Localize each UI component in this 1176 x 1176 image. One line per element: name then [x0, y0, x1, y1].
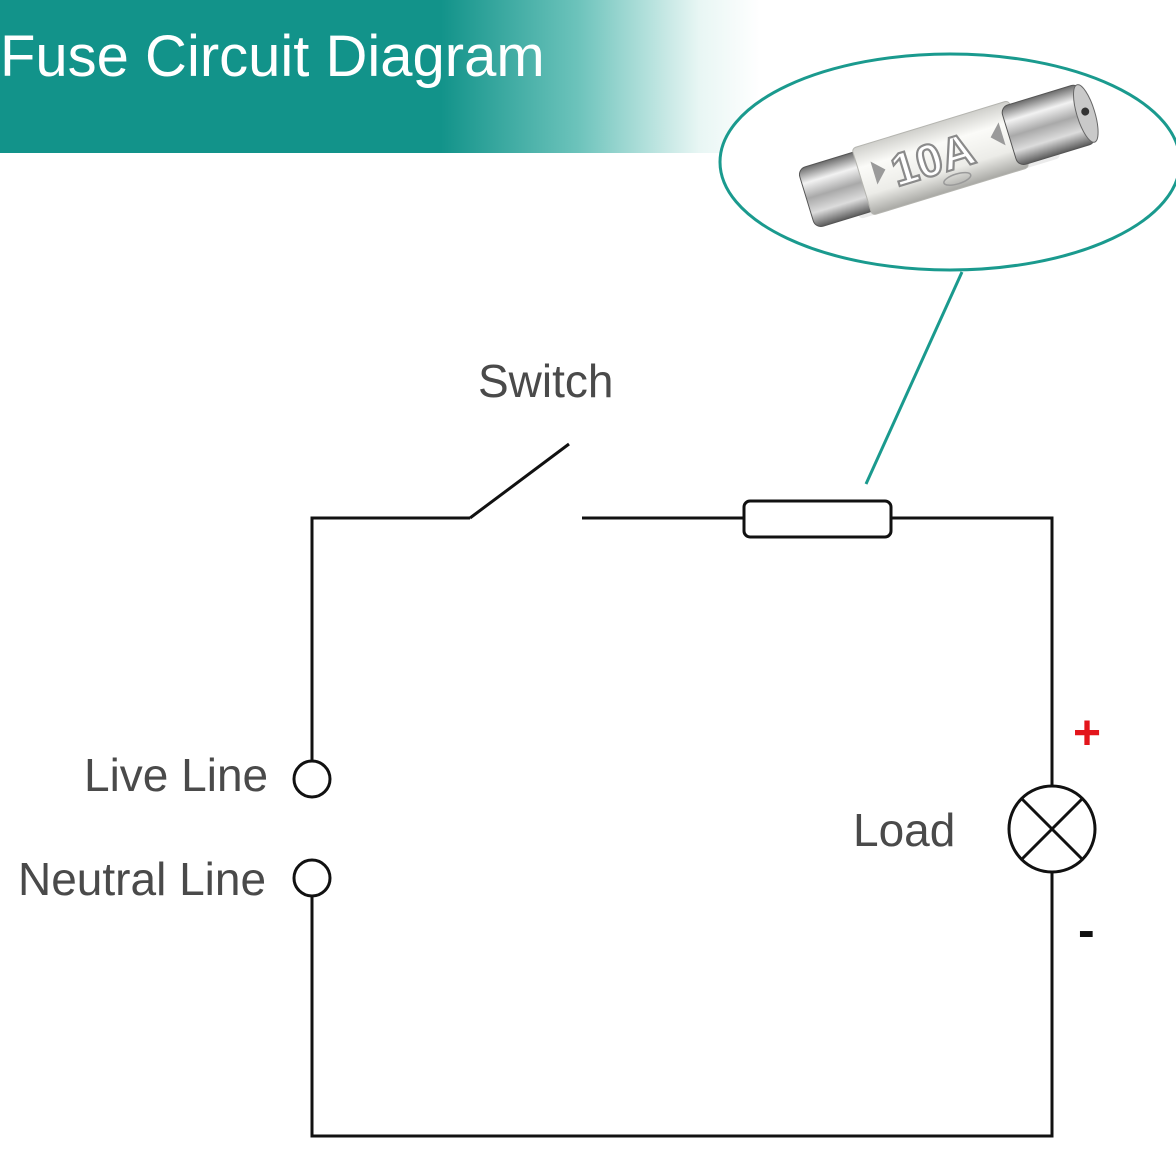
title-banner [0, 0, 760, 153]
neutral-line-label: Neutral Line [18, 853, 267, 905]
wire-fuse-to-load [891, 516, 1054, 785]
live-terminal [292, 759, 332, 799]
switch-blade [469, 442, 570, 520]
lamp-cross-b [1020, 797, 1084, 861]
circuit-wiring [292, 442, 1097, 1138]
callout-leader-line [864, 271, 964, 485]
load-label: Load [853, 804, 956, 856]
switch-label: Switch [478, 355, 614, 407]
fuse-callout: 10A [718, 52, 1176, 485]
fuse-symbol [742, 499, 893, 539]
positive-sign: + [1073, 707, 1102, 760]
page-title: Fuse Circuit Diagram [0, 24, 545, 89]
wire-load-to-neutral [310, 872, 1054, 1138]
neutral-terminal [292, 858, 332, 898]
negative-sign: - [1078, 902, 1095, 958]
fuse-photo-icon: 10A [798, 84, 1099, 228]
wire-live-to-switch [310, 516, 470, 760]
live-line-label: Live Line [84, 749, 269, 801]
